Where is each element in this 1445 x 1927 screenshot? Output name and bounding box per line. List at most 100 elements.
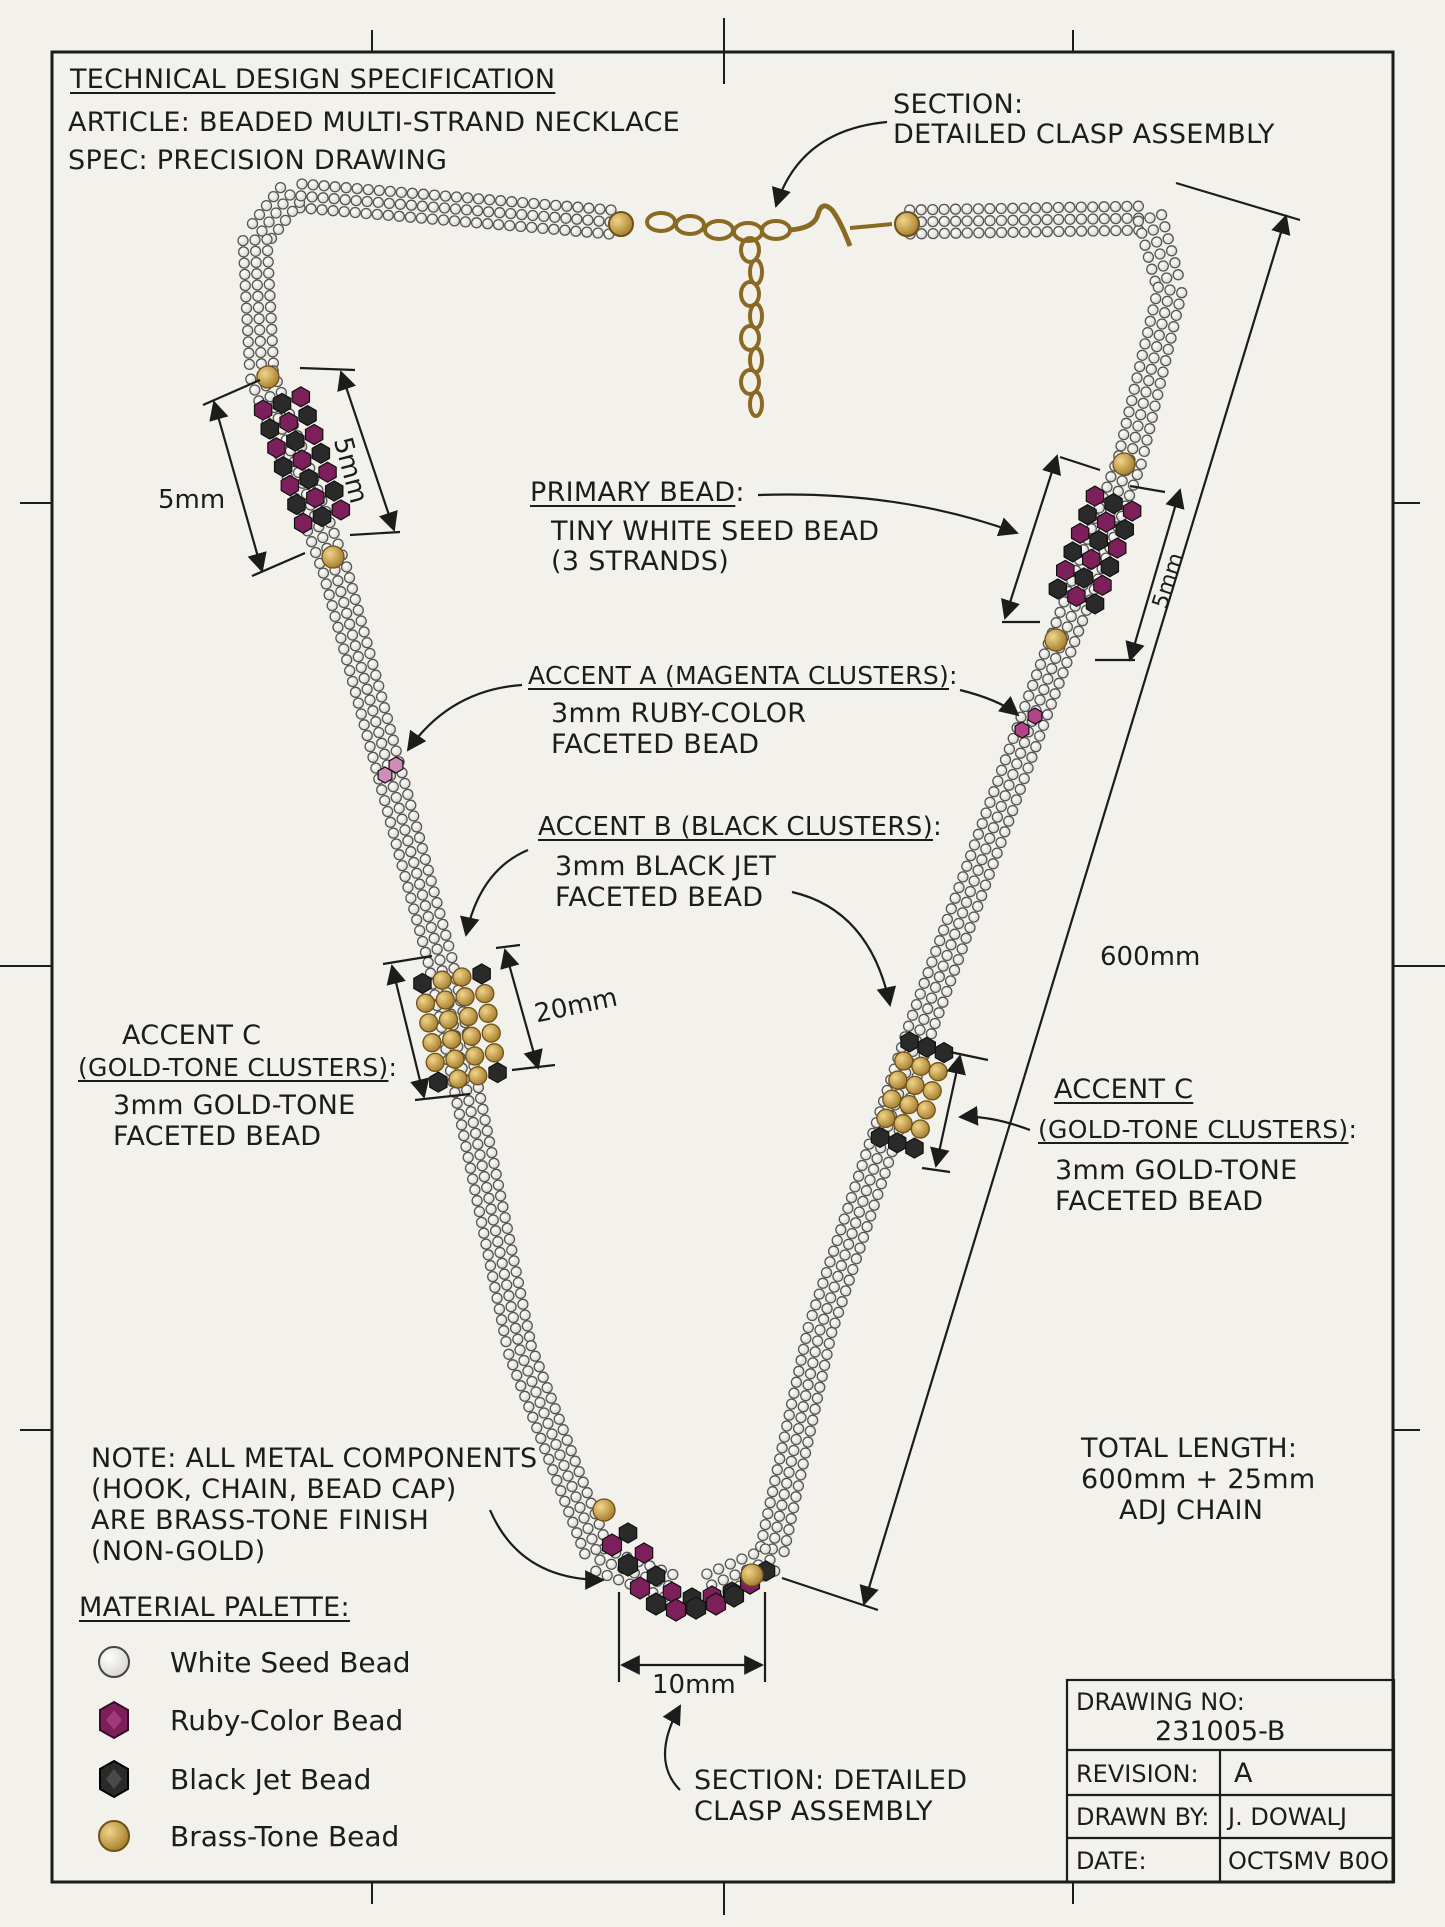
seed-bead — [1121, 224, 1133, 237]
seed-bead — [405, 799, 417, 811]
seed-bead — [1131, 468, 1143, 481]
seed-bead — [514, 1344, 526, 1356]
chain-link — [748, 390, 764, 418]
seed-bead — [504, 219, 516, 232]
seed-bead — [539, 1443, 551, 1455]
seed-bead — [1143, 375, 1155, 387]
seed-bead — [807, 1357, 819, 1369]
seed-bead — [792, 1422, 805, 1435]
seed-bead — [1087, 201, 1099, 213]
seed-bead — [976, 817, 988, 830]
seed-bead — [514, 1287, 527, 1300]
seed-bead — [485, 1203, 497, 1215]
seed-bead — [355, 661, 367, 674]
seed-bead — [800, 1332, 812, 1345]
seed-bead — [256, 225, 268, 237]
seed-bead — [809, 1403, 821, 1415]
seed-bead — [493, 1303, 506, 1315]
seed-bead — [506, 196, 518, 208]
seed-bead — [395, 186, 408, 199]
seed-bead — [352, 651, 364, 663]
ruby-bead — [1081, 548, 1101, 570]
seed-bead — [428, 189, 441, 201]
seed-bead — [586, 1533, 598, 1545]
seed-bead — [515, 220, 527, 233]
seed-bead — [367, 658, 379, 671]
note-line3: ARE BRASS-TONE FINISH — [91, 1505, 430, 1536]
seed-bead — [465, 1106, 477, 1118]
jet-bead — [685, 1596, 707, 1620]
seed-bead — [255, 346, 267, 359]
seed-bead — [854, 1242, 866, 1254]
seed-bead — [961, 227, 973, 239]
seed-bead — [349, 640, 362, 652]
seed-bead — [1136, 349, 1148, 361]
seed-bead — [776, 1499, 788, 1511]
seed-bead — [817, 1313, 830, 1325]
seed-bead — [428, 932, 440, 944]
seed-bead — [343, 618, 356, 630]
accent-c-left-line3: 3mm GOLD-TONE — [113, 1090, 356, 1121]
seed-bead — [249, 245, 262, 257]
seed-bead — [251, 279, 263, 291]
seed-bead — [422, 864, 434, 876]
seed-bead — [364, 694, 376, 706]
seed-bead — [852, 1170, 865, 1182]
seed-bead — [995, 800, 1007, 813]
seed-bead — [773, 1510, 786, 1522]
seed-bead — [1052, 213, 1065, 226]
accent-a-title: ACCENT A (MAGENTA CLUSTERS): — [528, 661, 958, 690]
seed-bead — [329, 181, 341, 193]
seed-bead — [867, 1163, 880, 1175]
jet-bead — [1085, 593, 1105, 615]
seed-bead — [393, 802, 405, 814]
seed-bead — [999, 754, 1012, 766]
seed-bead — [1018, 772, 1030, 785]
seed-bead — [537, 1371, 549, 1383]
seed-bead — [1160, 355, 1172, 367]
seed-bead — [499, 1211, 511, 1224]
seed-bead — [272, 223, 285, 236]
seed-bead — [523, 1331, 536, 1343]
seed-bead — [475, 1216, 488, 1229]
seed-bead — [381, 712, 394, 725]
seed-bead — [495, 1314, 508, 1326]
seed-bead — [961, 215, 973, 227]
seed-bead — [797, 1401, 809, 1413]
legend-label: Brass-Tone Bead — [170, 1819, 400, 1853]
seed-bead — [957, 871, 969, 883]
seed-bead — [910, 998, 923, 1011]
seed-bead — [1014, 747, 1027, 759]
seed-bead — [1075, 225, 1088, 237]
seed-bead — [1109, 200, 1122, 213]
seed-bead — [949, 928, 961, 940]
brass-bead — [468, 1066, 488, 1086]
ruby-bead — [1122, 500, 1142, 522]
seed-bead — [352, 697, 365, 709]
seed-bead — [523, 1401, 535, 1413]
seed-bead — [1161, 272, 1173, 284]
seed-bead — [519, 1309, 531, 1321]
drawing-no-value: 231005-B — [1155, 1716, 1286, 1747]
seed-bead — [953, 917, 965, 930]
brass-bead — [422, 1033, 442, 1053]
accent-c-left-line1: ACCENT C — [122, 1020, 262, 1051]
seed-bead — [790, 1491, 802, 1503]
seed-bead — [590, 1543, 602, 1556]
seed-bead — [1075, 201, 1087, 213]
seed-bead — [537, 222, 549, 235]
seed-bead — [237, 234, 249, 247]
seed-bead — [1153, 329, 1165, 341]
seed-bead — [1139, 338, 1151, 350]
seed-bead — [922, 967, 934, 979]
seed-bead — [1164, 284, 1176, 296]
seed-bead — [512, 1276, 525, 1289]
seed-bead — [469, 1184, 481, 1196]
seed-bead — [800, 1390, 812, 1402]
seed-bead — [326, 599, 338, 612]
seed-bead — [938, 227, 951, 240]
seed-bead — [975, 890, 988, 902]
seed-bead — [464, 1162, 477, 1174]
seed-bead — [249, 234, 261, 246]
seed-bead — [1135, 458, 1147, 470]
